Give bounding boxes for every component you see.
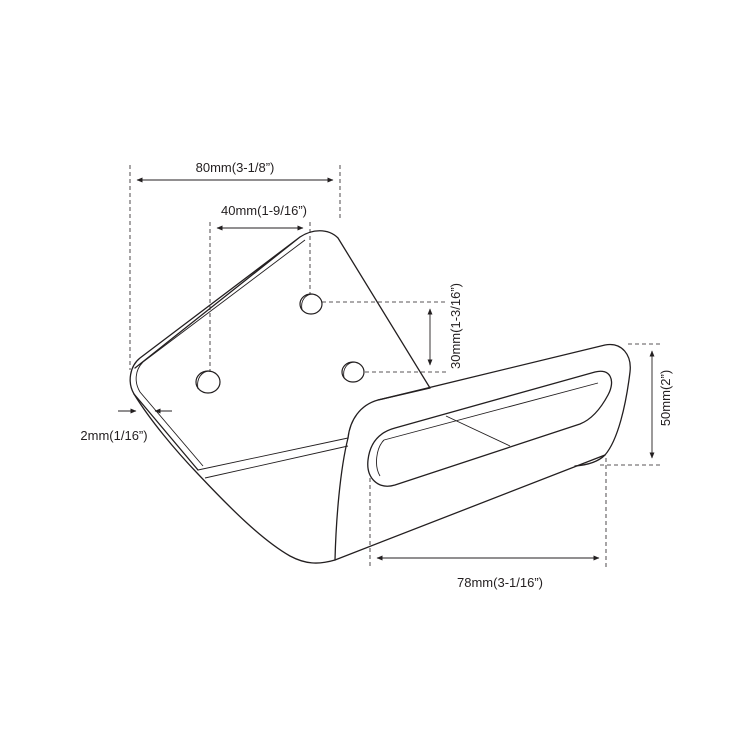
label-hole-vertical: 30mm(1-3/16”) — [448, 283, 463, 369]
mounting-hole-left — [195, 370, 221, 394]
mounting-plate — [129, 230, 431, 471]
bracket-floor — [133, 393, 606, 564]
label-overall-width: 80mm(3-1/8”) — [196, 160, 275, 175]
label-thickness: 2mm(1/16”) — [80, 428, 147, 443]
front-arm-back — [377, 387, 431, 401]
label-hole-spacing: 40mm(1-9/16”) — [221, 203, 307, 218]
label-slot-length: 78mm(3-1/16”) — [457, 575, 543, 590]
front-arm-curve — [334, 437, 349, 561]
slot — [367, 370, 613, 487]
mounting-hole-top — [299, 293, 323, 315]
mounting-hole-right — [341, 361, 365, 383]
label-slot-height: 50mm(2”) — [658, 370, 673, 426]
plate-inner-edge — [135, 239, 306, 467]
slot-inner-edge — [376, 382, 599, 477]
front-arm — [347, 343, 631, 467]
floor-edge — [197, 437, 349, 479]
